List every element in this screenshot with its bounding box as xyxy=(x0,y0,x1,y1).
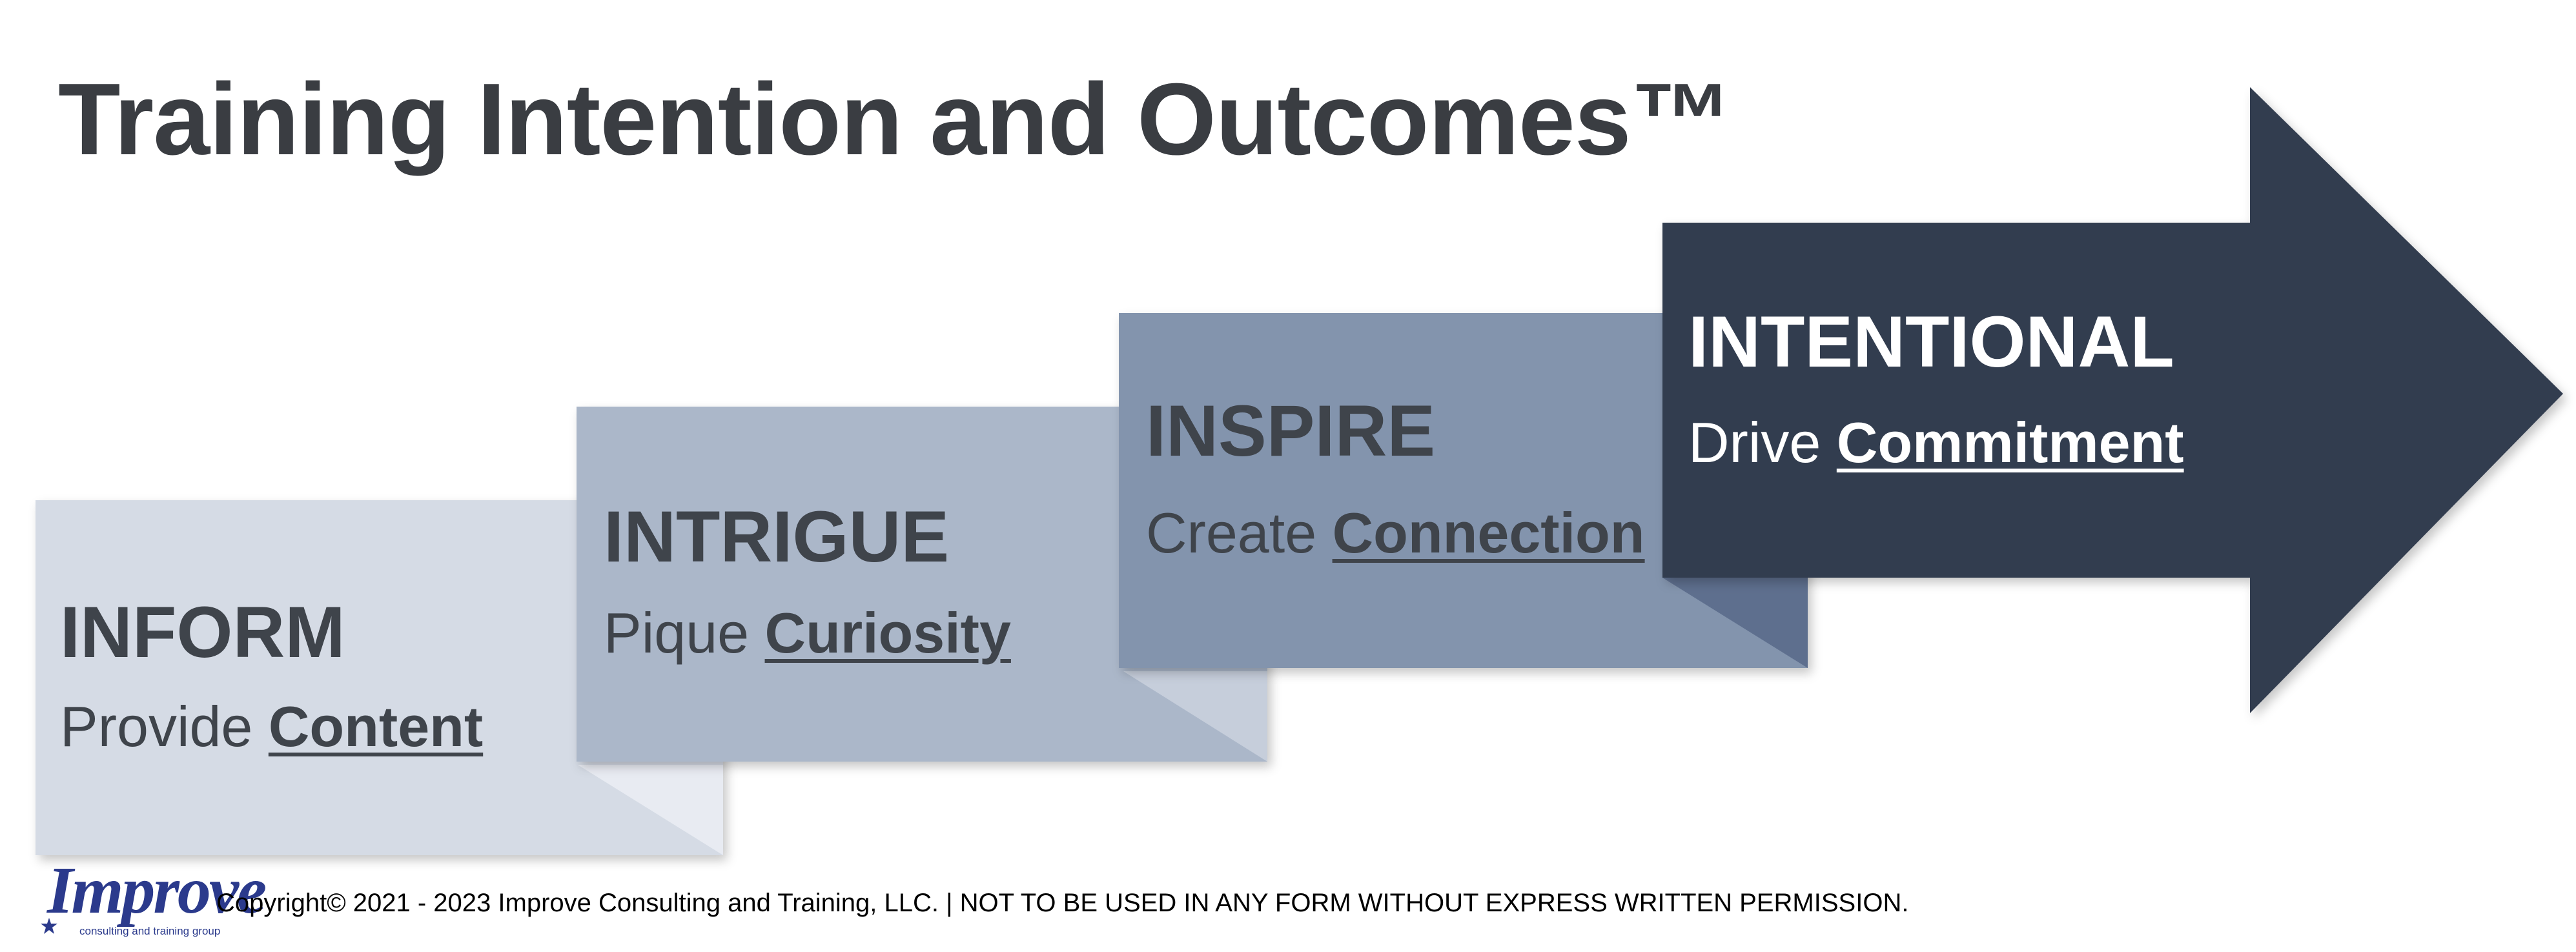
step-inform-tagline: Provide Content xyxy=(60,694,483,760)
step-inspire-fold xyxy=(1662,578,1808,668)
step-inspire-verb: Create xyxy=(1146,501,1317,565)
step-intentional-heading: INTENTIONAL xyxy=(1688,301,2174,382)
step-intrigue-keyword: Curiosity xyxy=(764,601,1011,665)
logo-subtext: consulting and training group xyxy=(79,925,221,937)
copyright-notice: Copyright© 2021 - 2023 Improve Consultin… xyxy=(216,889,1909,917)
step-intrigue-heading: INTRIGUE xyxy=(604,496,950,577)
step-intrigue-tagline: Pique Curiosity xyxy=(604,600,1011,666)
company-logo: Improve consulting and training group xyxy=(36,852,267,942)
step-inform-heading: INFORM xyxy=(60,592,345,673)
logo-star-icon xyxy=(41,918,57,934)
step-inform-verb: Provide xyxy=(60,694,253,758)
logo-wordmark: Improve xyxy=(47,853,267,927)
step-inspire-keyword: Connection xyxy=(1332,501,1645,565)
step-inspire-tagline: Create Connection xyxy=(1146,500,1645,566)
step-intentional-arrow xyxy=(1662,87,2563,713)
step-inform-keyword: Content xyxy=(268,694,484,758)
step-inspire-heading: INSPIRE xyxy=(1146,390,1436,471)
step-intentional-verb: Drive xyxy=(1688,410,1821,474)
step-intrigue-verb: Pique xyxy=(604,601,750,665)
step-intentional xyxy=(1662,87,2563,713)
step-inform-fold xyxy=(578,765,723,855)
page-title: Training Intention and Outcomes™ xyxy=(58,63,1733,176)
step-intentional-tagline: Drive Commitment xyxy=(1688,410,2184,476)
step-intrigue-fold xyxy=(1123,671,1267,762)
step-intentional-keyword: Commitment xyxy=(1836,410,2184,474)
